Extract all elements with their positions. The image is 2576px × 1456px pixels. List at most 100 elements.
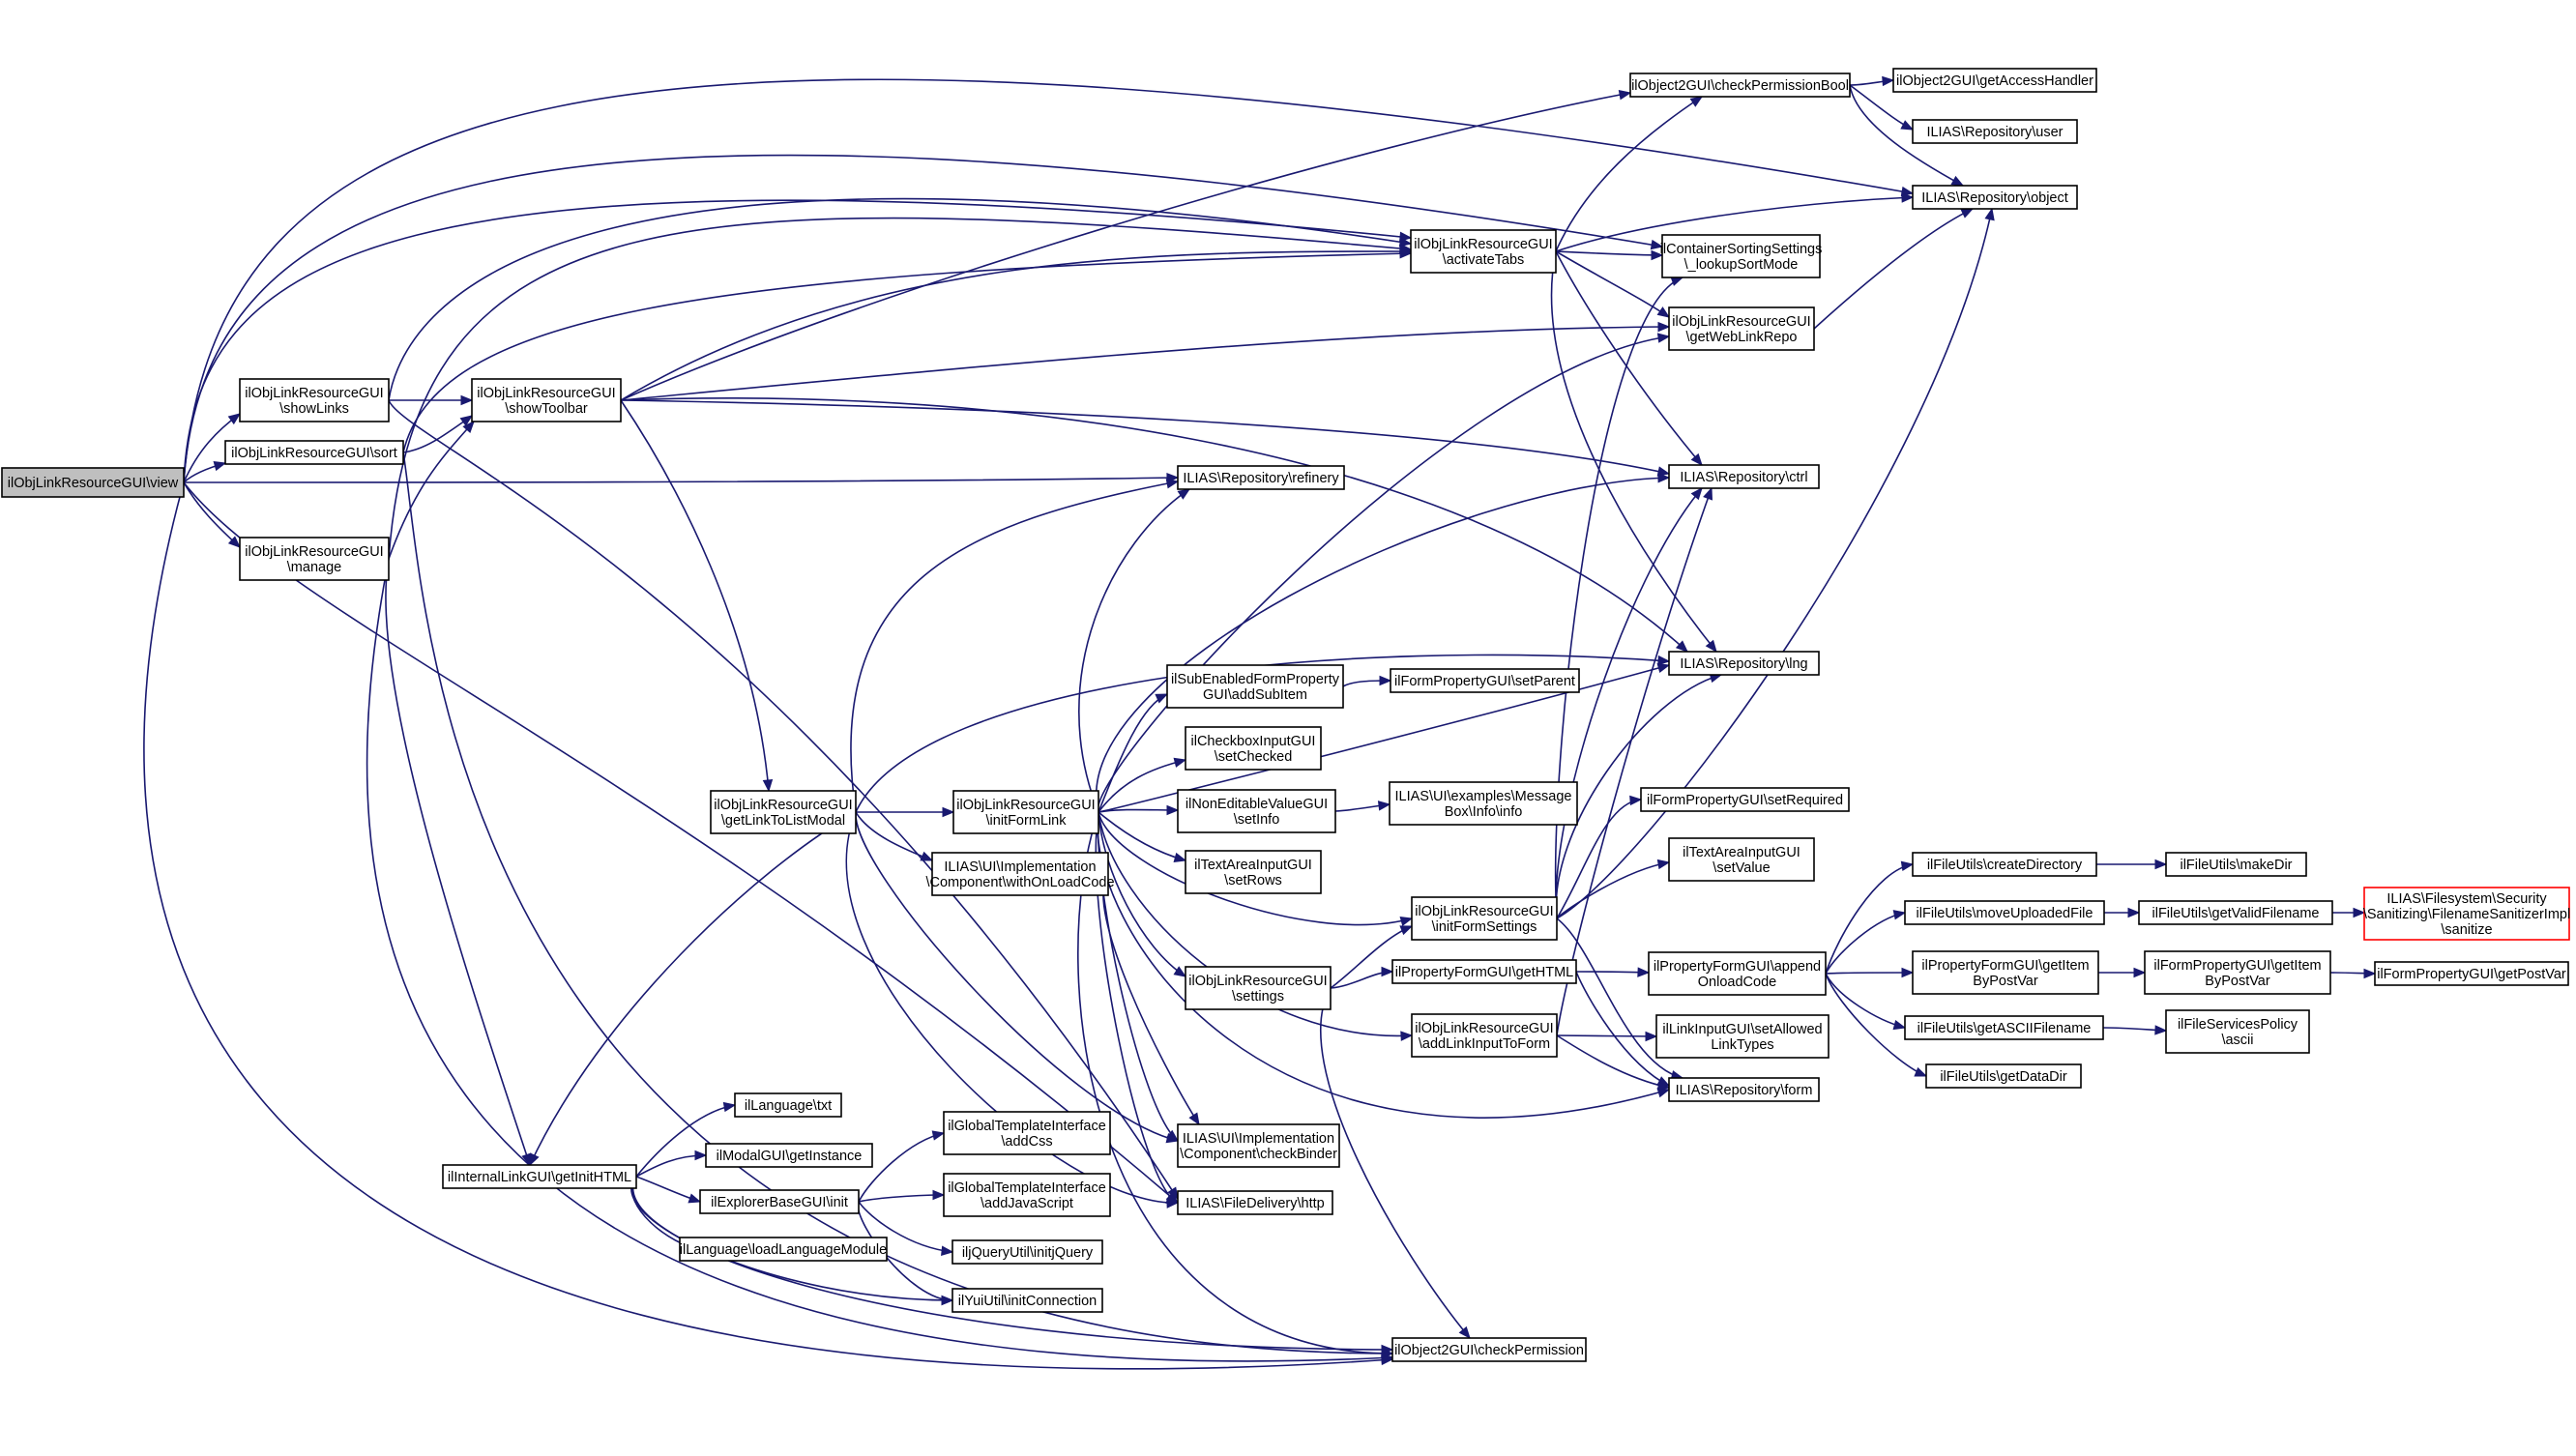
node-repoCtrl[interactable]: ILIAS\Repository\ctrl: [1668, 464, 1820, 489]
node-settings[interactable]: ilObjLinkResourceGUI\settings: [1185, 966, 1332, 1010]
node-txt[interactable]: ilLanguage\txt: [734, 1092, 842, 1118]
node-label: GUI\addSubItem: [1203, 687, 1307, 703]
node-initjQuery[interactable]: iljQueryUtil\initjQuery: [951, 1239, 1103, 1265]
node-http[interactable]: ILIAS\FileDelivery\http: [1177, 1190, 1333, 1215]
edge-initFormLink-to-addLinkInputToForm: [1098, 811, 1414, 1041]
node-setValue[interactable]: ilTextAreaInputGUI\setValue: [1668, 837, 1815, 882]
edge-showLinks-to-activateTabs: [388, 197, 1413, 401]
edge-line: [143, 481, 1393, 1370]
node-sort[interactable]: ilObjLinkResourceGUI\sort: [224, 440, 404, 465]
arrowhead: [1656, 1080, 1671, 1091]
edge-initFormLink-to-setInfo: [1098, 804, 1180, 816]
edge-line: [385, 558, 531, 1166]
node-checkBinder[interactable]: ILIAS\UI\Implementation\Component\checkB…: [1177, 1123, 1340, 1168]
node-checkPermissionBool[interactable]: ilObject2GUI\checkPermissionBool: [1629, 73, 1851, 98]
node-initFormLink[interactable]: ilObjLinkResourceGUI\initFormLink: [952, 790, 1099, 834]
edge-line: [620, 399, 770, 792]
node-repoUser[interactable]: ILIAS\Repository\user: [1912, 119, 2078, 144]
edge-initFormLink-to-settings: [1098, 811, 1187, 977]
arrowhead: [1398, 237, 1413, 248]
node-view[interactable]: ilObjLinkResourceGUI\view: [1, 467, 185, 498]
edge-activateTabs-to-getWebLinkRepo: [1555, 250, 1671, 318]
node-getHTML[interactable]: ilPropertyFormGUI\getHTML: [1391, 959, 1577, 984]
edge-line: [1556, 799, 1642, 919]
node-sanitize[interactable]: ILIAS\Filesystem\Security\Sanitizing\Fil…: [2363, 887, 2570, 941]
node-label: ilObjLinkResourceGUI: [1672, 314, 1810, 330]
node-setRequired[interactable]: ilFormPropertyGUI\setRequired: [1640, 787, 1850, 812]
edge-activateTabs-to-repoCtrl: [1555, 250, 1703, 467]
node-label: ILIAS\Repository\object: [1921, 190, 2068, 206]
edge-line: [529, 811, 857, 1166]
node-setChecked[interactable]: ilCheckboxInputGUI\setChecked: [1185, 726, 1322, 771]
node-setParent[interactable]: ilFormPropertyGUI\setParent: [1390, 668, 1580, 693]
node-setInfo[interactable]: ilNonEditableValueGUI\setInfo: [1177, 789, 1336, 833]
node-label: ILIAS\Filesystem\Security: [2386, 891, 2547, 907]
node-addJavaScript[interactable]: ilGlobalTemplateInterface\addJavaScript: [943, 1173, 1111, 1217]
node-loadLanguageModule[interactable]: ilLanguage\loadLanguageModule: [679, 1237, 888, 1262]
node-getInstance[interactable]: ilModalGUI\getInstance: [705, 1143, 873, 1168]
arrowhead: [459, 415, 474, 426]
node-moveUploadedFile[interactable]: ilFileUtils\moveUploadedFile: [1904, 900, 2105, 925]
node-label: ilInternalLinkGUI\getInitHTML: [448, 1170, 631, 1185]
arrowhead: [1950, 175, 1965, 187]
node-initConnection[interactable]: ilYuiUtil\initConnection: [951, 1288, 1103, 1313]
node-repoForm[interactable]: ILIAS\Repository\form: [1668, 1077, 1820, 1102]
node-getASCIIFilename[interactable]: ilFileUtils\getASCIIFilename: [1904, 1015, 2104, 1040]
node-showLinks[interactable]: ilObjLinkResourceGUI\showLinks: [239, 378, 390, 422]
node-label: ilTextAreaInputGUI: [1194, 858, 1312, 873]
node-withOnLoadCode[interactable]: ILIAS\UI\Implementation\Component\withOn…: [925, 852, 1115, 896]
node-getInitHTML[interactable]: ilInternalLinkGUI\getInitHTML: [442, 1164, 637, 1189]
node-addCss[interactable]: ilGlobalTemplateInterface\addCss: [943, 1111, 1111, 1155]
arrowhead: [1400, 1031, 1414, 1041]
node-getAccessHandler[interactable]: ilObject2GUI\getAccessHandler: [1892, 68, 2097, 93]
node-initFormSettings[interactable]: ilObjLinkResourceGUI\initFormSettings: [1411, 896, 1558, 941]
node-showToolbar[interactable]: ilObjLinkResourceGUI\showToolbar: [471, 378, 622, 422]
node-manage[interactable]: ilObjLinkResourceGUI\manage: [239, 537, 390, 581]
node-addLinkInputToForm[interactable]: ilObjLinkResourceGUI\addLinkInputToForm: [1411, 1013, 1558, 1058]
node-ascii[interactable]: ilFileServicesPolicy\ascii: [2165, 1009, 2310, 1054]
node-box: [1640, 787, 1850, 812]
node-getDataDir[interactable]: ilFileUtils\getDataDir: [1925, 1063, 2082, 1089]
node-explorerInit[interactable]: ilExplorerBaseGUI\init: [699, 1189, 860, 1214]
edge-appendOnloadCode-to-getASCIIFilename: [1825, 973, 1907, 1031]
node-getValidFilename[interactable]: ilFileUtils\getValidFilename: [2138, 900, 2333, 925]
node-box: [239, 537, 390, 581]
node-repoLng[interactable]: ILIAS\Repository\lng: [1668, 651, 1820, 676]
node-box: [471, 378, 622, 422]
node-lookupSortMode[interactable]: ilContainerSortingSettings\_lookupSortMo…: [1660, 234, 1823, 278]
arrowhead: [1690, 452, 1703, 467]
node-setRows[interactable]: ilTextAreaInputGUI\setRows: [1185, 850, 1322, 894]
edge-view-to-sort: [183, 461, 227, 483]
node-checkPermission[interactable]: ilObject2GUI\checkPermission: [1391, 1337, 1587, 1362]
node-repoObject[interactable]: ILIAS\Repository\object: [1912, 185, 2078, 210]
node-activateTabs[interactable]: ilObjLinkResourceGUI\activateTabs: [1410, 229, 1557, 274]
node-getWebLinkRepo[interactable]: ilObjLinkResourceGUI\getWebLinkRepo: [1668, 306, 1815, 351]
node-label: ilGlobalTemplateInterface: [948, 1180, 1106, 1196]
edge-propGetItemByPostVar-to-formGetItemByPostVar: [2098, 967, 2147, 978]
arrowhead: [762, 779, 774, 793]
edge-getASCIIFilename-to-ascii: [2102, 1025, 2168, 1035]
node-box: [239, 378, 390, 422]
node-box: [1177, 465, 1345, 490]
node-refinery[interactable]: ILIAS\Repository\refinery: [1177, 465, 1345, 490]
arrowhead: [1657, 655, 1671, 666]
node-createDirectory[interactable]: ilFileUtils\createDirectory: [1912, 852, 2097, 877]
node-box: [1892, 68, 2097, 93]
node-getPostVar[interactable]: ilFormPropertyGUI\getPostVar: [2374, 961, 2569, 986]
edge-getWebLinkRepo-to-repoObject: [1813, 208, 1975, 330]
node-box: [1185, 966, 1332, 1010]
node-makeDir[interactable]: ilFileUtils\makeDir: [2165, 852, 2307, 877]
node-label: ilLanguage\loadLanguageModule: [680, 1242, 887, 1258]
edge-line: [1556, 917, 1683, 1079]
edge-initFormLink-to-repoForm: [1097, 811, 1671, 1119]
arrowhead: [1689, 96, 1704, 107]
arrowhead: [1892, 1019, 1907, 1031]
node-getLinkToListModal[interactable]: ilObjLinkResourceGUI\getLinkToListModal: [710, 790, 857, 834]
